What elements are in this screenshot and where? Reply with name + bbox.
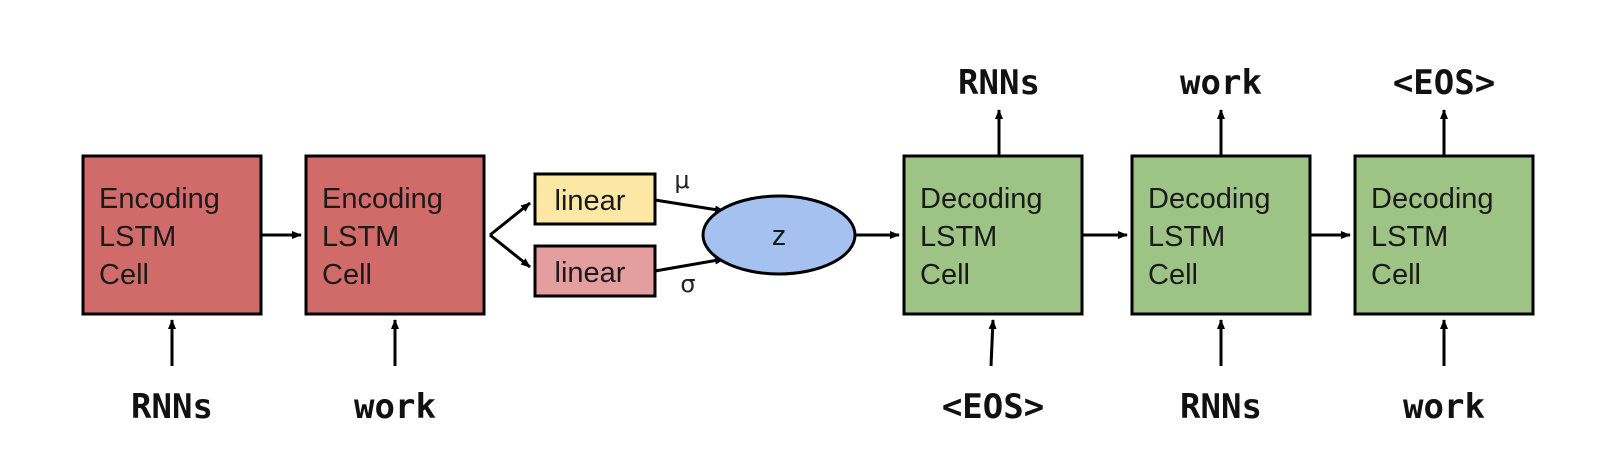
encoder-cell-2: Encoding LSTM Cell bbox=[304, 154, 486, 316]
linear-layer-mu: linear bbox=[533, 172, 657, 226]
decoder-cell-2: Decoding LSTM Cell bbox=[1130, 154, 1312, 316]
encoder-cell-2-line-2: LSTM bbox=[322, 221, 399, 253]
encoder-cell-1: Encoding LSTM Cell bbox=[81, 154, 263, 316]
decoder-cell-2-line-2: LSTM bbox=[1148, 221, 1225, 253]
decoder-2-input-token: RNNs bbox=[1180, 387, 1262, 427]
encoder-cell-1-line-1: Encoding bbox=[99, 183, 220, 215]
decoder-cell-1-line-3: Cell bbox=[920, 259, 970, 291]
encoder-2-input-token: work bbox=[354, 387, 436, 427]
mu-symbol: μ bbox=[674, 166, 689, 194]
encoder-to-linear-sigma-arrow bbox=[489, 233, 531, 269]
decoder-cell-3-line-2: LSTM bbox=[1371, 221, 1448, 253]
encoder-cell-2-box bbox=[304, 154, 486, 316]
encoder-cell-1-line-3: Cell bbox=[99, 259, 149, 291]
decoder-cell-2-line-1: Decoding bbox=[1148, 183, 1271, 215]
decoder-1-output-token: RNNs bbox=[958, 63, 1040, 103]
linear-layer-sigma-box bbox=[533, 244, 657, 298]
decoder-cell-1-line-1: Decoding bbox=[920, 183, 1043, 215]
decoder-cell-3-box bbox=[1353, 154, 1535, 316]
decoder-2-output-token: work bbox=[1180, 63, 1262, 103]
linear-layer-mu-box bbox=[533, 172, 657, 226]
decoder-cell-2-line-3: Cell bbox=[1148, 259, 1198, 291]
mu-to-z-arrow bbox=[654, 198, 725, 214]
encoder-cell-2-line-3: Cell bbox=[322, 259, 372, 291]
decoder-3-input-token: work bbox=[1403, 387, 1485, 427]
decoder-1-input-token: <EOS> bbox=[942, 387, 1044, 427]
decoder-cell-1-line-2: LSTM bbox=[920, 221, 997, 253]
encoder-cell-2-line-1: Encoding bbox=[322, 183, 443, 215]
linear-layer-sigma-label: linear bbox=[555, 257, 626, 289]
latent-z-label: z bbox=[772, 220, 787, 252]
sigma-to-z-arrow bbox=[654, 256, 725, 273]
decoder-cell-3-line-1: Decoding bbox=[1371, 183, 1494, 215]
linear-layer-mu-label: linear bbox=[555, 185, 626, 217]
decoder-cell-1: Decoding LSTM Cell bbox=[902, 154, 1084, 316]
encoder-1-input-token: RNNs bbox=[131, 387, 213, 427]
encoder-cell-1-box bbox=[81, 154, 263, 316]
sigma-symbol: σ bbox=[680, 270, 695, 298]
linear-layer-sigma: linear bbox=[533, 244, 657, 298]
encoder-to-linear-mu-arrow bbox=[489, 201, 531, 237]
decoder-1-input-arrow bbox=[988, 319, 997, 367]
decoder-cell-3: Decoding LSTM Cell bbox=[1353, 154, 1535, 316]
encoder-cell-1-line-2: LSTM bbox=[99, 221, 176, 253]
decoder-cell-3-line-3: Cell bbox=[1371, 259, 1421, 291]
decoder-cell-2-box bbox=[1130, 154, 1312, 316]
latent-z: z bbox=[701, 194, 857, 276]
decoder-3-output-token: <EOS> bbox=[1393, 63, 1495, 103]
